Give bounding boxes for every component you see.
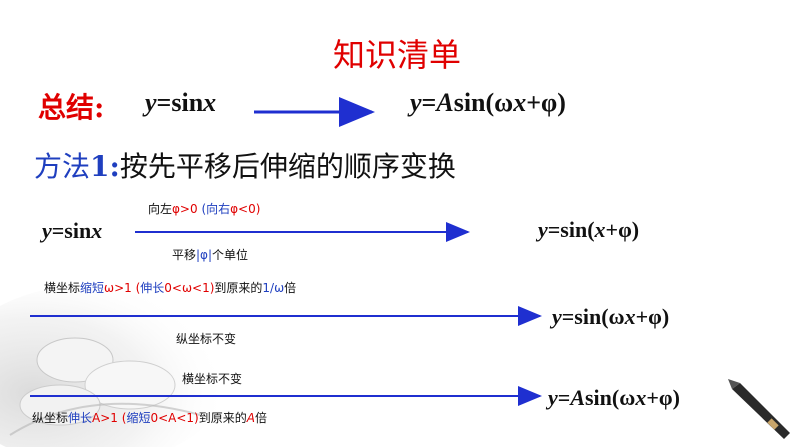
step2-above-label: 横坐标缩短ω>1 (伸长0<ω<1)到原来的1/ω倍 bbox=[44, 281, 297, 295]
method-heading: 方法1:按先平移后伸缩的顺序变换 bbox=[34, 150, 456, 183]
step1-above-label: 向左φ>0 (向右φ<0) bbox=[148, 202, 261, 216]
step1-result-formula: y=sin(x+φ) bbox=[538, 217, 640, 242]
page-title: 知识清单 bbox=[332, 36, 461, 74]
summary-from-formula: y=sinx bbox=[145, 88, 217, 117]
step2-result-formula: y=sin(ωx+φ) bbox=[552, 304, 670, 329]
ink-brush-icon bbox=[728, 379, 790, 439]
summary-to-formula: y=Asin(ωx+φ) bbox=[410, 88, 566, 117]
step3-result-formula: y=Asin(ωx+φ) bbox=[548, 385, 680, 410]
decorative-flower-wash bbox=[0, 285, 230, 447]
step1-start-formula: y=sinx bbox=[42, 218, 103, 243]
step1-below-label: 平移|φ|个单位 bbox=[172, 248, 249, 262]
summary-label: 总结: bbox=[38, 91, 105, 124]
step3-below-label: 纵坐标伸长A>1 (缩短0<A<1)到原来的A倍 bbox=[32, 411, 267, 425]
step3-above-label: 横坐标不变 bbox=[182, 372, 243, 386]
step2-below-label: 纵坐标不变 bbox=[176, 332, 237, 346]
